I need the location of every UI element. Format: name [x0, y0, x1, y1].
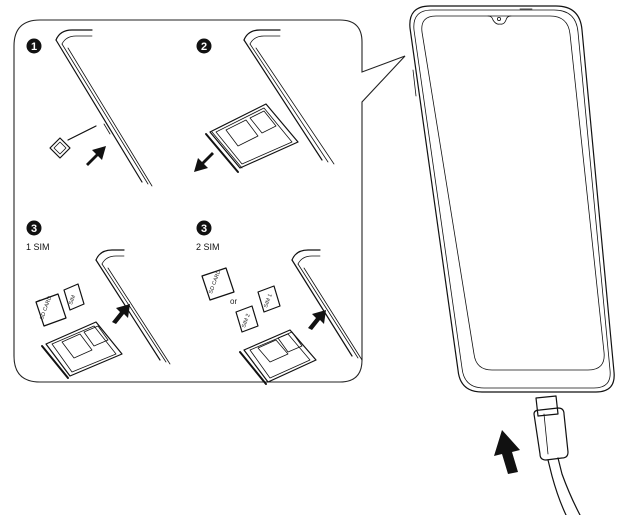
step-2-badge	[196, 38, 212, 54]
sim-tray-dual	[239, 329, 317, 385]
insert-arrow-3b	[308, 310, 326, 330]
phone-edge-2	[243, 29, 335, 165]
insert-arrow-3a	[112, 304, 130, 324]
eject-pin-icon	[49, 125, 97, 159]
phone-screen	[421, 15, 605, 371]
step-3b-number: 3	[201, 223, 207, 235]
callout-panel	[13, 19, 406, 383]
pull-arrow-2	[194, 152, 214, 172]
sim-tray-pulled	[205, 103, 299, 173]
phone-edge-3b	[291, 249, 363, 361]
step-3-single-sim: 3 1 SIM SD CARD SIM	[26, 220, 171, 379]
sim1-card-icon: SIM 1	[257, 285, 281, 313]
connect-arrow-icon	[494, 430, 520, 474]
phone	[409, 5, 615, 393]
phone-edge-1	[55, 29, 153, 187]
insert-arrow-1	[86, 146, 106, 166]
step-3a-caption: 1 SIM	[26, 242, 50, 252]
sim-label-1: SIM	[68, 294, 77, 306]
sim2-label: SIM 2	[241, 313, 252, 329]
phone-body	[409, 5, 615, 393]
or-text: or	[230, 297, 237, 306]
step-1-number: 1	[31, 41, 37, 53]
step-3-dual-sim: 3 2 SIM SD CARD or SIM 2 SIM 1	[196, 220, 363, 385]
step-2: 2	[194, 29, 335, 173]
camera-notch	[487, 15, 512, 25]
sim2-card-icon: SIM 2	[235, 305, 259, 333]
front-camera-icon	[496, 16, 501, 21]
usb-cable	[533, 395, 581, 515]
step-3a-badge	[26, 220, 42, 236]
step-3a-number: 3	[31, 223, 37, 235]
step-2-number: 2	[201, 41, 207, 53]
sim1-label: SIM 1	[263, 293, 274, 309]
step-3b-badge	[196, 220, 212, 236]
sim-tray-single	[41, 321, 123, 379]
step-3b-caption: 2 SIM	[196, 242, 220, 252]
step-1: 1	[26, 29, 153, 187]
sim-slot	[412, 69, 417, 97]
sim-card-icon: SIM	[63, 283, 85, 311]
step-1-badge	[26, 38, 42, 54]
